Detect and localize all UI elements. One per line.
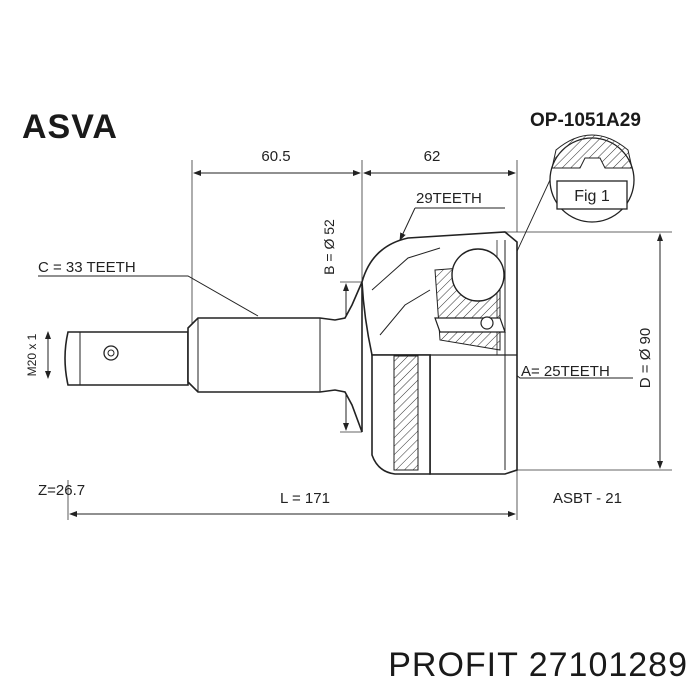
bell-housing: [361, 231, 518, 475]
dim-60-5-label: 60.5: [261, 148, 290, 165]
extension-lines: [67, 160, 672, 520]
leader-outer-teeth: [399, 207, 416, 241]
dim-62-label: 62: [424, 148, 441, 165]
leader-spline-c: [38, 275, 259, 317]
threaded-end: [64, 331, 189, 386]
diameter-d-label: D = Ø 90: [637, 328, 654, 388]
shaft: [64, 281, 363, 433]
abs-ref-label: ASBT - 21: [553, 490, 622, 507]
diameter-b-label: B = Ø 52: [321, 219, 337, 275]
fig-label: Fig 1: [574, 188, 610, 205]
length-label: L = 171: [280, 490, 330, 507]
part-number: OP-1051A29: [530, 110, 641, 131]
spline-shaft: [187, 281, 363, 433]
brand-name: ASVA: [22, 108, 118, 146]
ball: [451, 248, 505, 302]
fig-detail: [549, 134, 635, 223]
footer-label: PROFIT 27101289: [388, 646, 688, 684]
abs-teeth-label: A= 25TEETH: [521, 363, 610, 380]
abs-tone-ring: [393, 355, 419, 471]
thread-label: M20 x 1: [25, 333, 39, 376]
outer-teeth-label: 29TEETH: [416, 190, 482, 207]
z-label: Z=26.7: [38, 482, 85, 499]
cotter-hole: [103, 345, 119, 361]
spline-c-label: C = 33 TEETH: [38, 259, 136, 276]
